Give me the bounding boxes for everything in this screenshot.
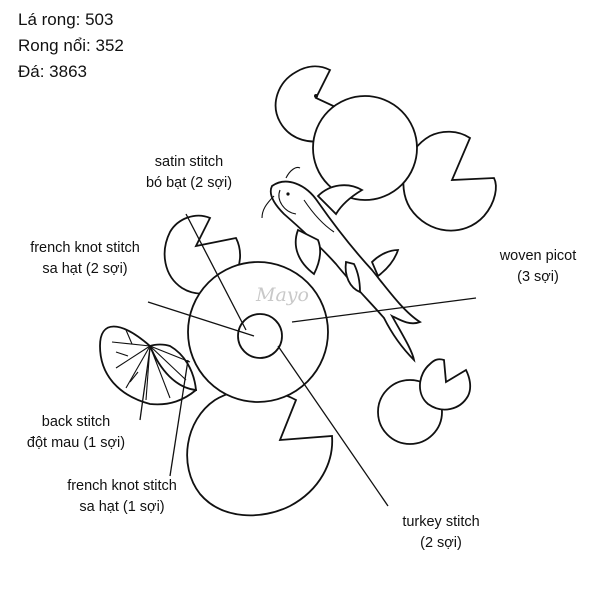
koi-fish-icon (261, 166, 422, 363)
label-satin-stitch: satin stitch bó bạt (2 sợi) (124, 152, 254, 194)
lily-pad-icon (186, 388, 334, 517)
label-line: turkey stitch (402, 514, 480, 530)
label-line: đột mau (1 sợi) (26, 435, 126, 451)
label-line: (2 sợi) (420, 535, 462, 551)
stat-leaves: Lá rong: 503 (18, 10, 114, 29)
label-line: (3 sợi) (517, 269, 559, 285)
label-line: sa hạt (2 sợi) (42, 261, 128, 277)
leader-line-french-knot-1 (169, 359, 189, 477)
label-line: sa hạt (1 sợi) (79, 499, 165, 515)
label-french-knot-1: french knot stitch sa hạt (1 sợi) (36, 476, 208, 518)
lily-pad-icon (419, 358, 472, 411)
pad-dot (314, 94, 318, 98)
label-line: bó bạt (2 sợi) (145, 175, 233, 191)
label-line: satin stitch (154, 154, 224, 170)
leader-line-french-knot-2 (147, 301, 255, 337)
label-line: back stitch (41, 414, 111, 430)
label-french-knot-2: french knot stitch sa hạt (2 sợi) (2, 238, 168, 280)
label-line: woven picot (499, 248, 577, 264)
pad-center-circle (237, 313, 283, 359)
watermark: Mayo (256, 284, 309, 306)
leader-line-satin (185, 213, 247, 331)
stat-stones: Đá: 3863 (18, 62, 87, 81)
label-line: french knot stitch (30, 240, 140, 256)
label-woven-picot: woven picot (3 sợi) (484, 246, 592, 288)
label-turkey-stitch: turkey stitch (2 sợi) (386, 512, 496, 554)
lily-pad-icon (312, 95, 418, 201)
label-back-stitch: back stitch đột mau (1 sợi) (8, 412, 144, 454)
stat-floating: Rong nổi: 352 (18, 36, 124, 55)
leader-line-woven-picot (291, 297, 477, 323)
leader-line-back-stitch (139, 347, 151, 421)
leader-line-turkey (277, 345, 389, 507)
label-line: french knot stitch (67, 478, 177, 494)
